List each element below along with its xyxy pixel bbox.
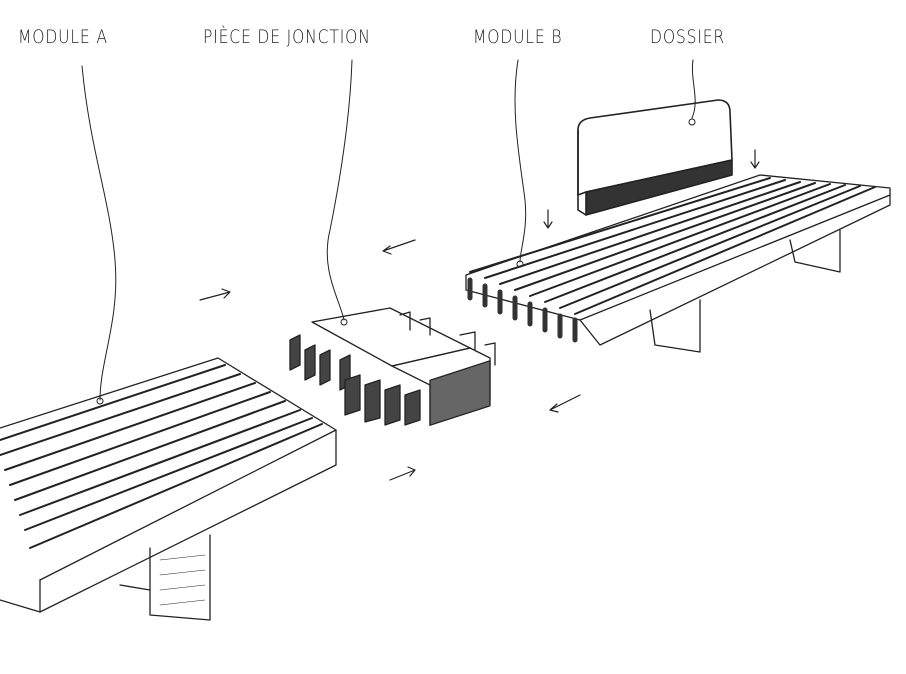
arrow-left-icon (382, 239, 416, 255)
leader-lines (81, 59, 696, 405)
leader-dossier (691, 59, 696, 119)
dossier-backrest (577, 99, 733, 216)
junction-piece (289, 307, 496, 426)
label-module-a: MODULE A (18, 26, 108, 48)
label-piece-de-jonction: PIÈCE DE JONCTION (203, 26, 371, 48)
label-dossier: DOSSIER (650, 26, 726, 48)
module-a-bench (0, 357, 337, 621)
arrow-right-icon (199, 288, 231, 301)
arrow-down-icon (543, 209, 553, 229)
leader-jonction (326, 59, 353, 321)
module-b-bench (465, 174, 891, 353)
leader-module-a (81, 65, 117, 401)
label-module-b: MODULE B (473, 26, 563, 48)
arrow-right-icon (389, 466, 416, 481)
arrow-left-icon (549, 394, 581, 413)
arrows (199, 149, 760, 481)
arrow-down-icon (750, 149, 760, 169)
leader-module-b (514, 59, 527, 263)
